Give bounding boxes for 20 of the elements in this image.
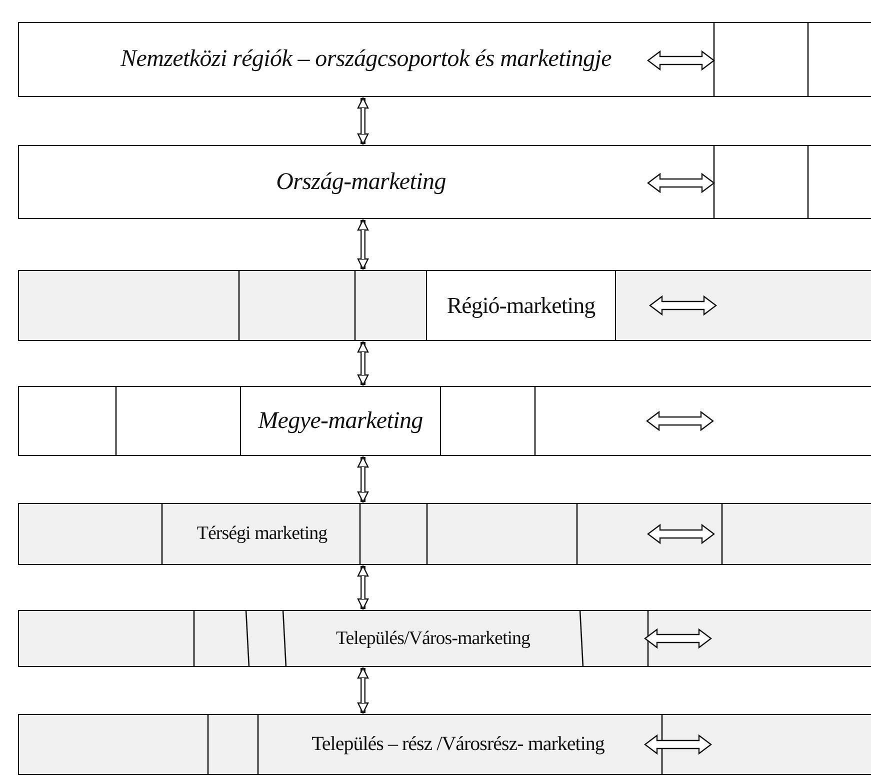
level-label: Település – rész /Városrész- marketing — [310, 732, 606, 757]
level-label: Település/Város-marketing — [334, 626, 532, 650]
level-band — [18, 145, 871, 219]
double-arrow — [357, 341, 369, 386]
level-band — [18, 714, 871, 775]
level-band — [18, 270, 871, 341]
double-arrow — [357, 456, 369, 503]
double-arrow — [357, 97, 369, 145]
level-label: Ország-marketing — [275, 168, 447, 196]
level-label: Nemzetközi régiók – országcsoportok és marketingje — [119, 45, 612, 74]
double-arrow — [357, 219, 369, 270]
double-arrow — [357, 565, 369, 610]
level-band — [18, 610, 871, 667]
level-band — [18, 386, 871, 456]
level-label: Térségi marketing — [196, 522, 328, 546]
level-label: Régió-marketing — [426, 271, 616, 340]
double-arrow — [357, 667, 369, 714]
level-band — [18, 22, 871, 97]
level-label: Megye-marketing — [240, 387, 441, 455]
level-band — [18, 503, 871, 565]
